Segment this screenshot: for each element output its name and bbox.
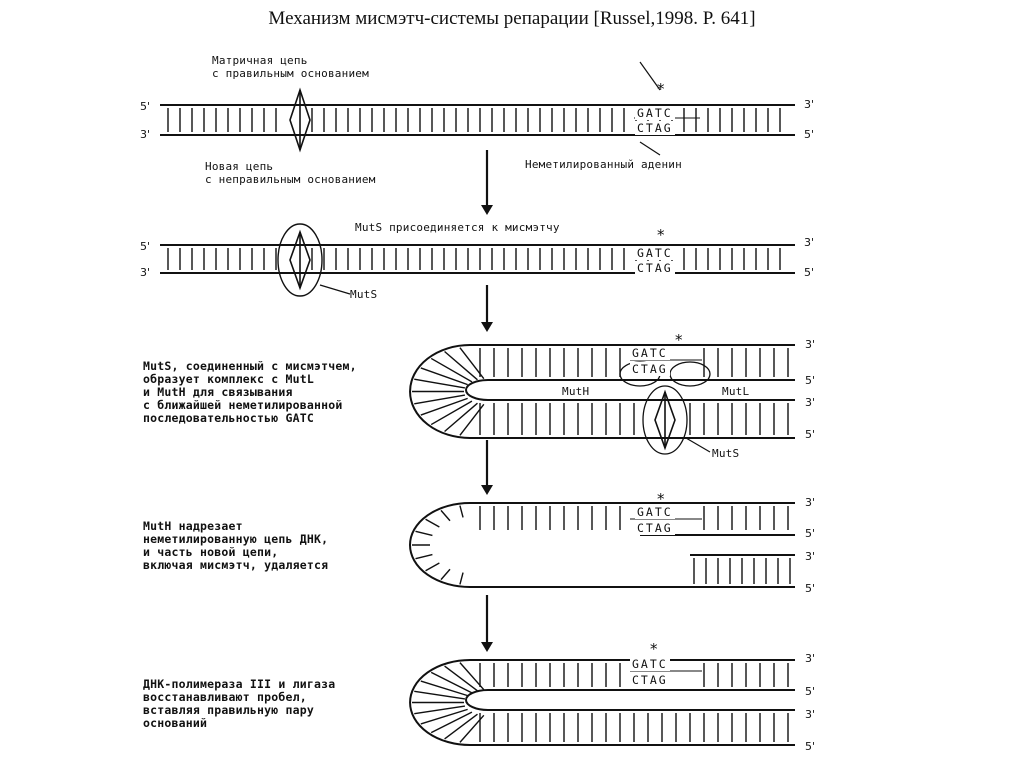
loop-3-bend-pair bbox=[430, 357, 473, 383]
methyl-star-3: * bbox=[675, 331, 683, 349]
end-3-3b: 3' bbox=[805, 396, 816, 409]
ctag-4: CTAG bbox=[635, 521, 675, 535]
muts-binds-label: MutS присоединяется к мисмэтчу bbox=[355, 221, 560, 234]
end-3-1b: 3' bbox=[804, 98, 815, 111]
step5-description: ДНК-полимераза III и лигаза восстанавлив… bbox=[143, 677, 336, 730]
end-5-2b: 5' bbox=[804, 266, 815, 279]
page-title: Механизм мисмэтч-системы репарации [Russ… bbox=[268, 8, 756, 29]
arrow-1-head bbox=[481, 205, 493, 215]
muts-label-2: MutS bbox=[350, 288, 378, 301]
end-5-4b: 5' bbox=[805, 582, 816, 595]
gatc-5: GATC bbox=[630, 657, 670, 671]
muts-pointer-3 bbox=[685, 437, 711, 453]
methyl-star-1: * bbox=[657, 80, 665, 98]
end-5-3a: 5' bbox=[805, 374, 816, 387]
loop-5-bend-pair bbox=[430, 711, 473, 734]
end-3-1a: 3' bbox=[140, 128, 151, 141]
end-5-2a: 5' bbox=[140, 240, 151, 253]
template-strand-label: Матричная цепь с правильным основанием bbox=[212, 54, 369, 80]
muts-oval-2 bbox=[277, 223, 323, 297]
methyl-pointer-1 bbox=[639, 61, 661, 91]
muts-label-3: MutS bbox=[712, 447, 740, 460]
loop-3-bend-pair bbox=[444, 350, 478, 381]
end-3-5a: 3' bbox=[805, 652, 816, 665]
gatc-1: GATC bbox=[635, 106, 675, 120]
end-5-4a: 5' bbox=[805, 527, 816, 540]
unmethylated-adenine-label: Неметилированный аденин bbox=[525, 158, 682, 171]
loop-3-bend-pair bbox=[414, 378, 466, 389]
bend-pair-4 bbox=[440, 509, 451, 522]
gatc-2: GATC bbox=[635, 246, 675, 260]
loop-3-inner bbox=[465, 379, 795, 401]
end-3-2b: 3' bbox=[804, 236, 815, 249]
end-5-5a: 5' bbox=[805, 685, 816, 698]
arrow-3-head bbox=[481, 485, 493, 495]
loop-5-bend-pair bbox=[430, 671, 473, 694]
bend-pair-4 bbox=[415, 553, 433, 560]
adenine-pointer-1 bbox=[639, 141, 661, 156]
loop-3-bend-pair bbox=[420, 397, 468, 416]
loop-5-bend-pair bbox=[444, 665, 478, 692]
loop-3-bend-pair bbox=[414, 394, 466, 405]
loop-3-bend-pair bbox=[430, 400, 473, 426]
muth-label: MutH bbox=[562, 385, 590, 398]
muts-oval-3 bbox=[642, 385, 688, 455]
ctag-3: CTAG bbox=[630, 362, 670, 376]
bend-pair-4 bbox=[440, 568, 451, 581]
loop-5-bend-pair bbox=[414, 690, 466, 700]
loop-3-outer bbox=[409, 344, 795, 439]
loop-5-outer bbox=[409, 659, 795, 746]
step3-description: MutS, соединенный с мисмэтчем, образует … bbox=[143, 359, 357, 425]
mutl-label: MutL bbox=[722, 385, 750, 398]
end-3-3a: 3' bbox=[805, 338, 816, 351]
new-strand-label: Новая цепь с неправильным основанием bbox=[205, 160, 376, 186]
bend-pair-4 bbox=[415, 530, 433, 537]
bend-pair-4 bbox=[425, 562, 440, 572]
arrow-4-head bbox=[481, 642, 493, 652]
end-5-3b: 5' bbox=[805, 428, 816, 441]
end-5-1b: 5' bbox=[804, 128, 815, 141]
methyl-star-4: * bbox=[657, 490, 665, 508]
gatc-4: GATC bbox=[635, 505, 675, 519]
loop-3-bend-pair bbox=[444, 402, 478, 433]
loop-5-bend-pair bbox=[414, 705, 466, 715]
end-3-4b: 3' bbox=[805, 550, 816, 563]
ctag-1: CTAG bbox=[635, 121, 675, 135]
end-3-4a: 3' bbox=[805, 496, 816, 509]
loop-3-bend-pair bbox=[420, 367, 468, 386]
ctag-5: CTAG bbox=[630, 673, 670, 687]
loop-5-inner bbox=[465, 689, 795, 711]
ctag-2: CTAG bbox=[635, 261, 675, 275]
loop-4-outer bbox=[409, 502, 795, 588]
step4-description: MutH надрезает неметилированную цепь ДНК… bbox=[143, 519, 329, 572]
loop-5-bend-pair bbox=[420, 680, 468, 697]
loop-5-bend-pair bbox=[444, 713, 478, 740]
muts-pointer-2 bbox=[319, 284, 351, 295]
arrow-2-head bbox=[481, 322, 493, 332]
methyl-star-2: * bbox=[657, 226, 665, 244]
methyl-star-5: * bbox=[650, 640, 658, 658]
loop-5-bend-pair bbox=[420, 708, 468, 725]
end-5-1a: 5' bbox=[140, 100, 151, 113]
bend-pair-4 bbox=[459, 505, 464, 518]
bend-pair-4 bbox=[425, 518, 440, 528]
mutl-oval bbox=[669, 361, 711, 387]
end-5-5b: 5' bbox=[805, 740, 816, 753]
end-3-2a: 3' bbox=[140, 266, 151, 279]
end-3-5b: 3' bbox=[805, 708, 816, 721]
gatc-3: GATC bbox=[630, 346, 670, 360]
bend-pair-4 bbox=[459, 572, 464, 585]
